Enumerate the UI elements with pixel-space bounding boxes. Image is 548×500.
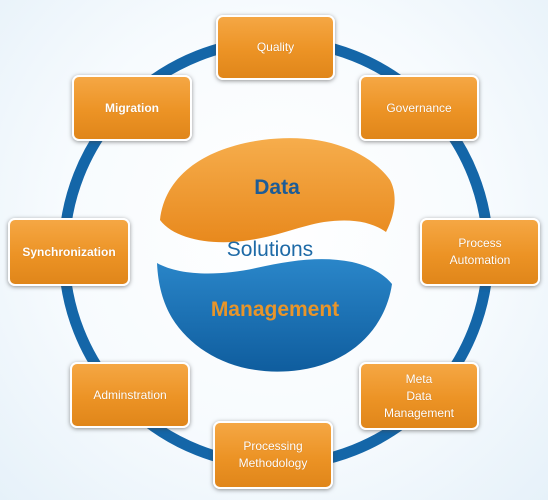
node-quality: Quality bbox=[216, 15, 335, 80]
orange-swoosh-shape bbox=[160, 138, 395, 243]
node-meta-data-management: Meta Data Management bbox=[359, 362, 479, 430]
node-processing-methodology: Processing Methodology bbox=[213, 421, 333, 489]
center-title-solutions: Solutions bbox=[226, 238, 314, 261]
node-governance: Governance bbox=[359, 75, 479, 141]
center-title-management: Management bbox=[210, 298, 340, 321]
blue-swoosh-shape bbox=[157, 259, 392, 372]
node-administration: Adminstration bbox=[70, 362, 190, 428]
node-synchronization: Synchronization bbox=[8, 218, 130, 286]
node-migration: Migration bbox=[72, 75, 192, 141]
node-process-automation: Process Automation bbox=[420, 218, 540, 286]
center-title-data: Data bbox=[254, 176, 300, 199]
